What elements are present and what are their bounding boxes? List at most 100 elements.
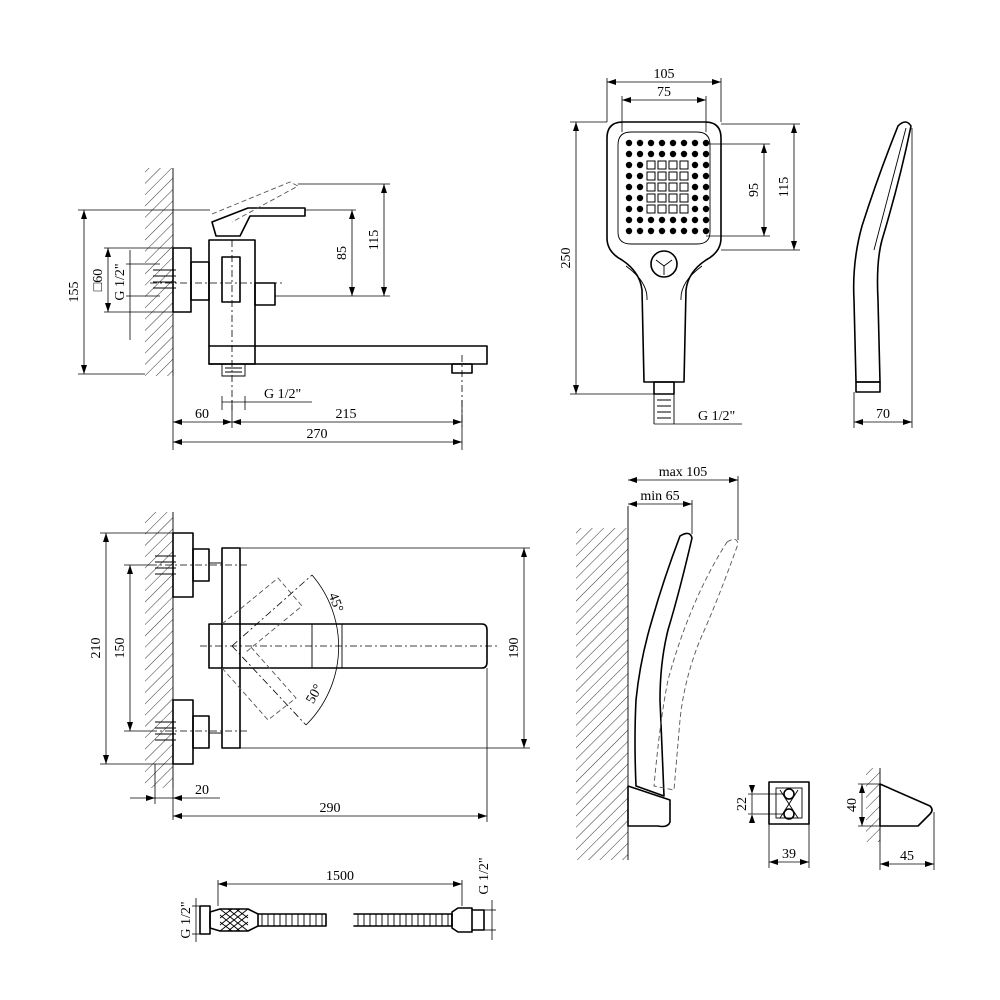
bracket-front-view: 22 39 (735, 781, 810, 868)
dim-1500: 1500 (217, 869, 463, 906)
handshower-thread-label: G 1/2" (698, 409, 735, 424)
eccentric-nut (190, 261, 210, 301)
dim-75-label: 75 (657, 85, 671, 100)
dim-max-label: max 105 (659, 465, 708, 480)
nozzle (668, 204, 678, 214)
dim-20-label: 20 (195, 783, 209, 798)
nozzle (636, 183, 644, 191)
dim-215-label: 215 (336, 407, 357, 422)
nozzle (647, 227, 655, 235)
dim-22-label: 22 (735, 797, 750, 811)
nozzle (668, 182, 678, 192)
spout-swivel-50 (221, 645, 297, 721)
handle-thread (653, 394, 675, 424)
hose-thread-left: G 1/2" (179, 898, 200, 942)
nozzle (636, 150, 644, 158)
nozzle (647, 150, 655, 158)
dim-square-60: □60 (91, 247, 173, 313)
nozzle (702, 194, 710, 202)
nozzle (636, 194, 644, 202)
nozzle (702, 161, 710, 169)
nozzle (636, 172, 644, 180)
nozzle (658, 227, 666, 235)
nozzle (625, 139, 633, 147)
dim-45-label: 45 (900, 849, 914, 864)
dim-square-label: □60 (91, 269, 106, 291)
nozzle (679, 171, 689, 181)
nozzle (647, 216, 655, 224)
mixer-top-view: 45° 50° 210 150 190 20 (89, 512, 530, 822)
dim-max-105: max 105 (628, 465, 739, 540)
nozzle (647, 139, 655, 147)
hose-thread-right: G 1/2" (477, 857, 496, 940)
nozzle (702, 205, 710, 213)
mixer-side-view: 270 60 215 G 1/2" 155 □60 (67, 168, 488, 450)
nozzle (657, 171, 667, 181)
spray-nozzles (625, 139, 710, 235)
dim-250: 250 (559, 121, 654, 395)
nozzle (646, 182, 656, 192)
nozzle (702, 227, 710, 235)
nozzle (679, 193, 689, 203)
nozzle (668, 160, 678, 170)
dim-70-label: 70 (876, 407, 890, 422)
outlet-thread-label: G 1/2" (264, 387, 301, 402)
nozzle (702, 183, 710, 191)
outlet-thread-callout: G 1/2" (221, 387, 312, 410)
angle-arc (305, 574, 340, 726)
holder-bracket (627, 785, 671, 828)
nozzle (691, 205, 699, 213)
nozzle (691, 227, 699, 235)
nozzle (646, 171, 656, 181)
dim-40-label: 40 (845, 798, 860, 812)
wall-hatch (145, 168, 173, 376)
mixer-body-top (221, 547, 241, 749)
dim-150: 150 (113, 564, 150, 732)
dim-22: 22 (735, 785, 784, 823)
dim-105: 105 (606, 67, 722, 122)
dim-39-label: 39 (782, 847, 796, 862)
escutcheon (172, 247, 192, 313)
angle-45-label: 45° (325, 591, 346, 615)
dim-150-label: 150 (113, 638, 128, 659)
dim-270-label: 270 (307, 427, 328, 442)
dim-60-label: 60 (195, 407, 209, 422)
hose-thread-left-label: G 1/2" (179, 901, 194, 938)
mode-button (650, 250, 678, 278)
wall-hatch-top (145, 512, 173, 788)
nozzle (691, 172, 699, 180)
nozzle (646, 160, 656, 170)
handshower-min-position (634, 532, 693, 797)
dim-190-label: 190 (507, 638, 522, 659)
dim-210: 210 (89, 532, 173, 765)
nozzle (680, 139, 688, 147)
dim-40: 40 (845, 783, 880, 827)
inlet-thread (153, 269, 176, 289)
hose-thread-right-label: G 1/2" (477, 857, 492, 894)
shower-hose: 1500 G 1/2" G 1/2" (179, 857, 496, 942)
handle-shoulder (625, 265, 703, 301)
handshower-max-position (653, 539, 739, 791)
nozzle (691, 139, 699, 147)
dim-39: 39 (768, 824, 810, 868)
nozzle (657, 204, 667, 214)
dim-155-label: 155 (67, 282, 82, 303)
handle-connector (653, 381, 675, 395)
dim-115-lever: 115 (298, 183, 390, 296)
nozzle (669, 139, 677, 147)
dim-20: 20 (130, 764, 220, 820)
nozzle (668, 193, 678, 203)
dim-min-label: min 65 (640, 489, 679, 504)
dim-105-label: 105 (654, 67, 675, 82)
nozzle (680, 227, 688, 235)
dim-115-face: 115 (721, 123, 800, 251)
dim-85: 85 (275, 209, 390, 297)
nozzle (625, 205, 633, 213)
dim-95: 95 (706, 143, 770, 237)
nozzle (669, 150, 677, 158)
diverter-knob (254, 282, 276, 306)
nozzle (679, 182, 689, 192)
dim-250-label: 250 (559, 248, 574, 269)
holder-wall-view: max 105 min 65 (576, 465, 739, 860)
